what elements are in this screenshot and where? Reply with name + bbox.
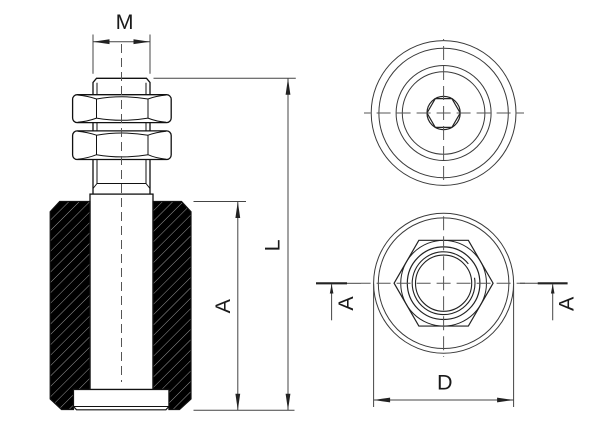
svg-text:A: A — [555, 296, 579, 311]
svg-text:D: D — [437, 370, 453, 394]
svg-text:A: A — [334, 296, 358, 311]
svg-text:M: M — [116, 10, 134, 34]
svg-text:A: A — [211, 298, 235, 313]
svg-text:L: L — [261, 239, 285, 251]
